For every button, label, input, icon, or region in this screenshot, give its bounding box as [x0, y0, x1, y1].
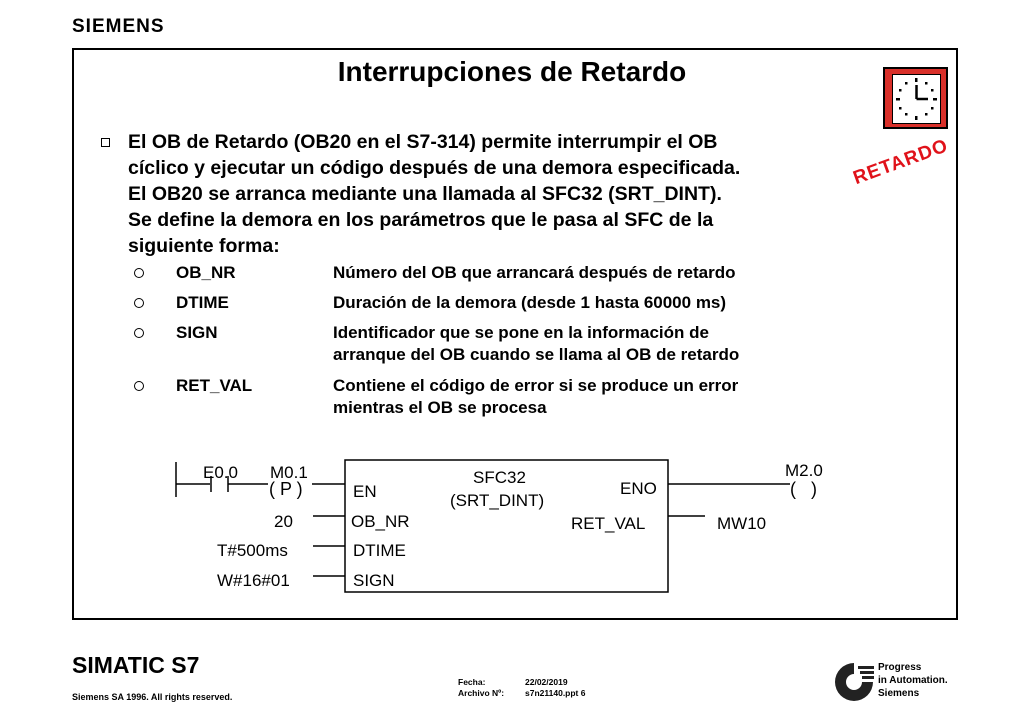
- siemens-logo: SIEMENS: [72, 16, 165, 37]
- param-desc-line: Contiene el código de error si se produc…: [333, 376, 739, 395]
- clock-icon: [883, 67, 948, 129]
- circle-bullet-icon: [134, 328, 144, 338]
- param-name: SIGN: [176, 323, 218, 342]
- coil-address: M2.0: [785, 461, 823, 480]
- date-value: 22/02/2019: [525, 677, 568, 687]
- circle-bullet-icon: [134, 268, 144, 278]
- param-desc-line: arranque del OB cuando se llama al OB de…: [333, 345, 740, 364]
- intro-line: El OB de Retardo (OB20 en el S7-314) per…: [128, 131, 718, 153]
- slide-frame: [72, 48, 958, 620]
- param-name: OB_NR: [176, 263, 236, 282]
- output-coil: ( ): [790, 479, 817, 499]
- copyright-notice: Siemens SA 1996. All rights reserved.: [72, 692, 233, 702]
- file-value: s7n21140.ppt 6: [525, 688, 586, 698]
- output-ret-val-value: MW10: [717, 514, 767, 533]
- tagline-line: Siemens: [878, 688, 920, 699]
- param-desc: Identificador que se pone en la informac…: [333, 322, 739, 366]
- pin-ret-val: RET_VAL: [571, 514, 646, 533]
- input-dtime-value: T#500ms: [217, 541, 288, 560]
- intro-paragraph: El OB de Retardo (OB20 en el S7-314) per…: [128, 129, 878, 259]
- file-label: Archivo Nº:: [458, 688, 505, 698]
- pin-ob-nr: OB_NR: [351, 512, 410, 531]
- progress-tagline: Progress in Automation. Siemens: [878, 661, 948, 700]
- tagline-line: in Automation.: [878, 675, 948, 686]
- contact-e-address: E0.0: [203, 463, 238, 482]
- pin-dtime: DTIME: [353, 541, 406, 560]
- param-desc-line: mientras el OB se procesa: [333, 398, 547, 417]
- circle-bullet-icon: [134, 298, 144, 308]
- block-subname: (SRT_DINT): [450, 491, 545, 510]
- positive-edge-coil: ( P ): [269, 479, 303, 499]
- input-ob-nr-value: 20: [274, 512, 293, 531]
- tagline-line: Progress: [878, 662, 922, 673]
- slide-title: Interrupciones de Retardo: [337, 56, 687, 87]
- block-name: SFC32: [473, 468, 526, 487]
- square-bullet-icon: [101, 138, 110, 147]
- product-name: SIMATIC S7: [72, 652, 200, 678]
- intro-line: Se define la demora en los parámetros qu…: [128, 209, 714, 231]
- param-desc: Duración de la demora (desde 1 hasta 600…: [333, 293, 727, 312]
- intro-line: El OB20 se arranca mediante una llamada …: [128, 183, 722, 205]
- clock-face-icon: [896, 78, 937, 120]
- param-name: DTIME: [176, 293, 229, 312]
- contact-m-address: M0.1: [270, 463, 308, 482]
- param-desc-line: Identificador que se pone en la informac…: [333, 323, 709, 342]
- pin-en: EN: [353, 482, 377, 501]
- pin-sign: SIGN: [353, 571, 395, 590]
- circle-bullet-icon: [134, 381, 144, 391]
- pin-eno: ENO: [620, 479, 657, 498]
- param-desc: Contiene el código de error si se produc…: [333, 375, 738, 419]
- date-label: Fecha:: [458, 677, 486, 687]
- param-name: RET_VAL: [176, 376, 253, 395]
- intro-line: siguiente forma:: [128, 235, 280, 257]
- intro-line: cíclico y ejecutar un código después de …: [128, 157, 741, 179]
- progress-logo-icon: [835, 663, 874, 701]
- input-sign-value: W#16#01: [217, 571, 290, 590]
- param-desc: Número del OB que arrancará después de r…: [333, 263, 736, 282]
